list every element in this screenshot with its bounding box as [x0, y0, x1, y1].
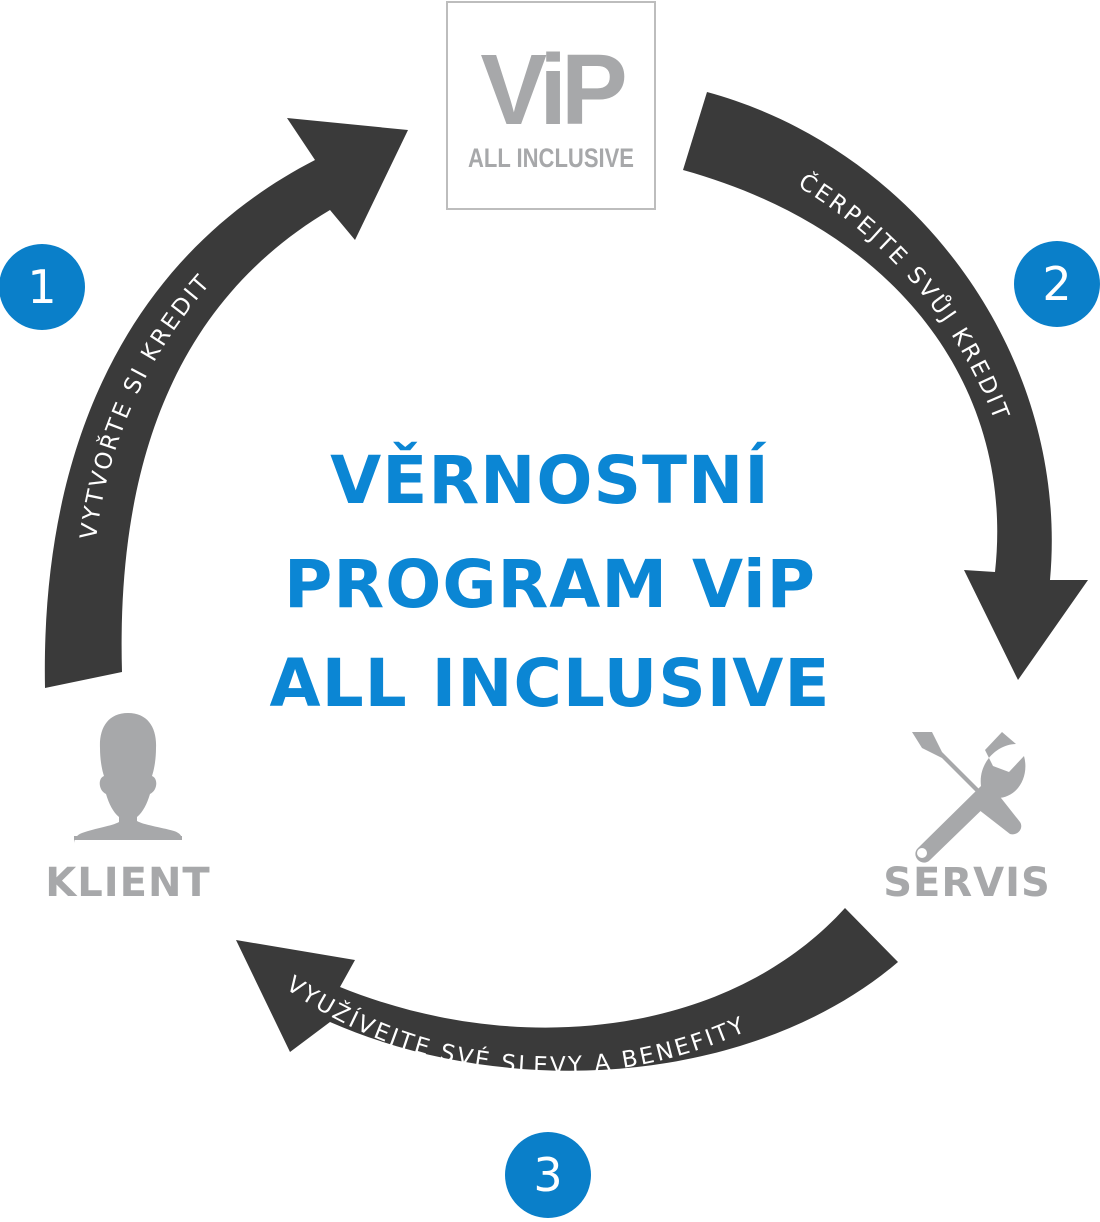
step-3-number: 3: [533, 1148, 562, 1202]
center-title: VĚRNOSTNÍ PROGRAM ViP ALL INCLUSIVE: [270, 441, 831, 722]
vip-logo: ViP ALL INCLUSIVE: [446, 1, 656, 210]
step-1-badge: 1: [0, 244, 85, 330]
logo-brand: ViP: [480, 34, 625, 146]
step-1-number: 1: [27, 260, 56, 314]
tools-icon: [912, 732, 1026, 863]
person-icon: [74, 713, 182, 844]
step-3-badge: 3: [505, 1132, 591, 1218]
title-line-1: VĚRNOSTNÍ: [330, 441, 770, 519]
client-label: KLIENT: [45, 860, 210, 906]
step-2-badge: 2: [1014, 241, 1100, 327]
logo-subtitle: ALL INCLUSIVE: [468, 143, 634, 173]
arrow-step-3: VYUŽÍVEJTE SVÉ SLEVY A BENEFITY: [236, 908, 898, 1079]
service-label: SERVIS: [883, 860, 1051, 906]
title-line-3: ALL INCLUSIVE: [270, 645, 831, 722]
title-line-2: PROGRAM ViP: [284, 546, 816, 623]
step-2-number: 2: [1042, 257, 1071, 311]
